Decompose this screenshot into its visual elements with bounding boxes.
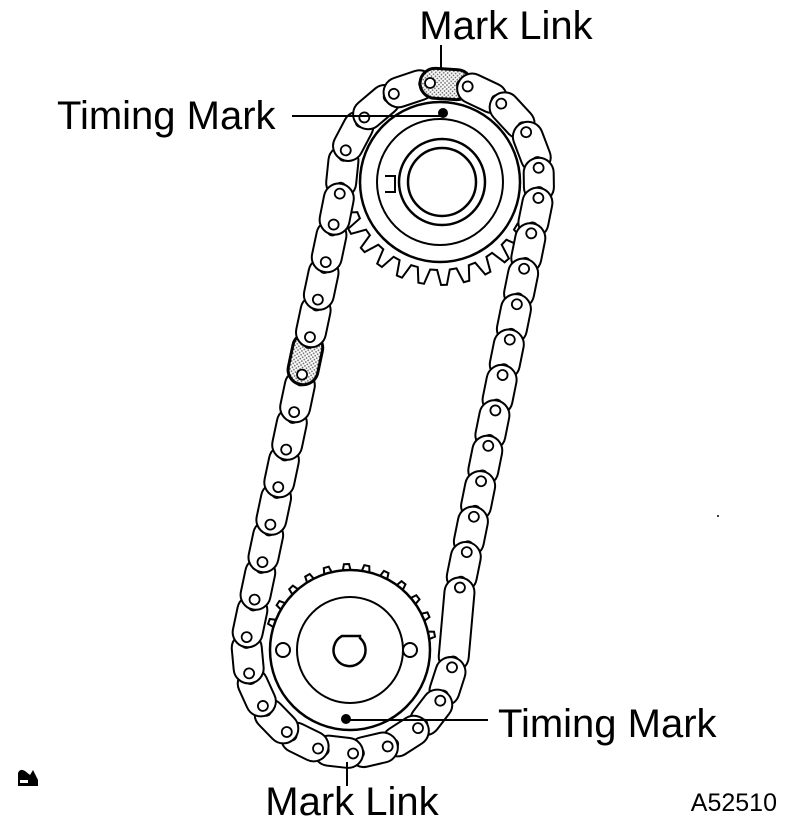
mark-link-top-label: Mark Link [419, 4, 593, 48]
link-pin [412, 722, 424, 735]
link-pin [518, 262, 530, 275]
mark-link-bottom-label: Mark Link [265, 780, 439, 819]
link-pin [434, 694, 447, 707]
figure-code: A52510 [691, 789, 777, 817]
crankshaft-keyed-bore [332, 634, 367, 668]
link-pin [319, 256, 332, 269]
link-pin [333, 187, 346, 200]
timing-mark-top-label: Timing Mark [57, 94, 277, 138]
link-pin [257, 700, 269, 712]
crankshaft-sprocket [266, 562, 437, 732]
camshaft-bore-inner [406, 146, 478, 218]
link-pin [256, 556, 269, 569]
link-pin [525, 227, 538, 240]
crankshaft-pin-hole-left [275, 642, 291, 658]
camshaft-sprocket [339, 100, 537, 287]
link-pin [520, 126, 533, 139]
link-pin [339, 144, 352, 157]
link-pin [243, 667, 256, 680]
chain-link [318, 182, 355, 236]
link-pin [446, 661, 458, 674]
timing-chain [230, 66, 555, 769]
link-plate [318, 182, 355, 236]
link-pin [495, 97, 508, 110]
link-pin [532, 161, 545, 174]
link-pin [467, 510, 480, 523]
link-pin [496, 369, 509, 381]
small-vehicle-icon [18, 769, 38, 786]
link-pin [248, 593, 261, 606]
crankshaft-pin-hole-right [402, 642, 418, 658]
link-pin [240, 631, 253, 644]
link-pin [311, 293, 324, 306]
link-pin [304, 331, 316, 344]
link-pin [381, 740, 394, 753]
link-pin [489, 404, 502, 417]
link-pin [347, 747, 359, 760]
link-pin [482, 439, 495, 452]
link-pin [460, 546, 473, 559]
link-pin [296, 368, 308, 381]
timing-mark-top-dot [438, 108, 448, 118]
camshaft-sprocket-hub-ring [376, 118, 504, 246]
link-pin [503, 333, 516, 346]
timing-mark-bottom-label: Timing Mark [498, 702, 718, 746]
link-pin [453, 581, 466, 594]
link-pin [327, 218, 340, 231]
link-pin [358, 111, 371, 124]
link-pin [264, 518, 277, 531]
link-pin [475, 475, 487, 488]
link-pin [280, 726, 293, 738]
link-pin [312, 742, 324, 755]
link-pin [424, 77, 436, 89]
timing-mark-bottom-dot [341, 714, 351, 724]
link-pin [272, 481, 285, 494]
link-pin [387, 87, 400, 100]
camshaft-bore-outer [397, 137, 487, 227]
link-pin [532, 192, 545, 204]
link-pin [280, 443, 293, 456]
speck [717, 515, 719, 517]
camshaft-sprocket-plate [358, 100, 522, 264]
link-pin [288, 406, 301, 419]
link-pin [510, 298, 523, 311]
camshaft-key-notch [385, 175, 396, 193]
link-pin [461, 80, 474, 93]
